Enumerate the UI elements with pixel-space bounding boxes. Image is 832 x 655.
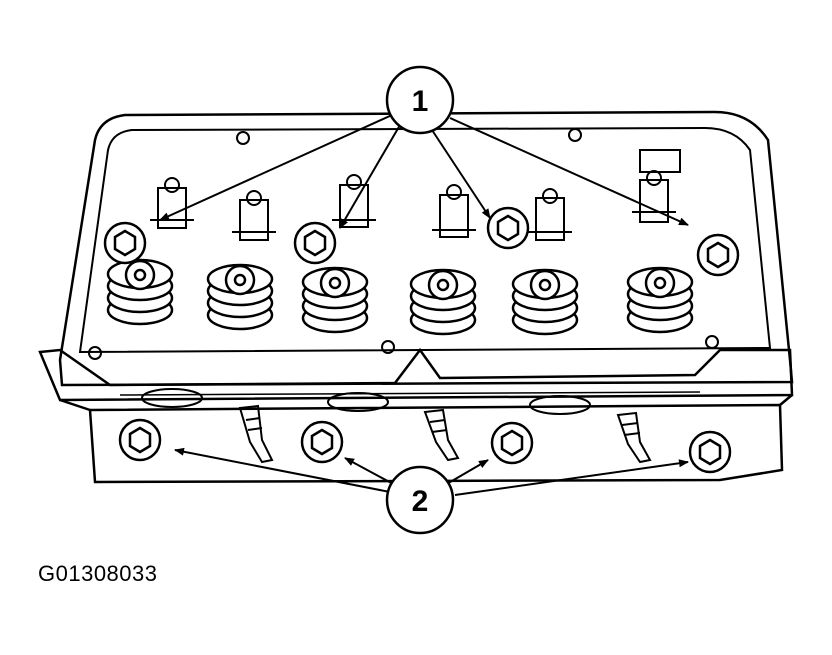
gasket-outline bbox=[58, 110, 794, 387]
upper-head-bolts bbox=[103, 206, 740, 277]
upper-bolt-4 bbox=[696, 233, 740, 277]
upper-bolt-1 bbox=[103, 221, 147, 265]
spark-plug-3 bbox=[616, 411, 652, 464]
valve-spring-6 bbox=[626, 266, 694, 334]
valve-spring-3 bbox=[301, 266, 369, 334]
rocker-arms bbox=[150, 149, 681, 241]
ports bbox=[141, 388, 591, 415]
figure-id: G01308033 bbox=[38, 561, 158, 586]
lower-bolt-4 bbox=[688, 430, 732, 474]
spark-plugs bbox=[238, 404, 652, 464]
lower-bolt-3 bbox=[490, 421, 534, 465]
callout-1-leaders bbox=[159, 114, 689, 229]
valve-springs bbox=[106, 258, 694, 336]
spark-plug-2 bbox=[423, 408, 460, 462]
callout-1-label: 1 bbox=[412, 85, 429, 118]
valve-spring-5 bbox=[511, 268, 579, 336]
cylinder-head-body bbox=[38, 347, 794, 484]
upper-bolt-2 bbox=[293, 221, 337, 265]
lower-head-bolts bbox=[118, 418, 732, 474]
valve-spring-4 bbox=[409, 268, 477, 336]
callout-2-leaders bbox=[174, 447, 689, 496]
lower-bolt-2 bbox=[300, 420, 344, 464]
callout-1: 1 bbox=[385, 65, 455, 135]
valve-spring-2 bbox=[206, 263, 274, 331]
gasket-holes bbox=[88, 128, 719, 360]
callout-2: 2 bbox=[385, 465, 455, 535]
upper-bolt-3 bbox=[486, 206, 530, 250]
callout-2-label: 2 bbox=[412, 485, 429, 518]
lower-bolt-1 bbox=[118, 418, 162, 462]
valve-spring-1 bbox=[106, 258, 174, 326]
spark-plug-1 bbox=[238, 404, 274, 464]
